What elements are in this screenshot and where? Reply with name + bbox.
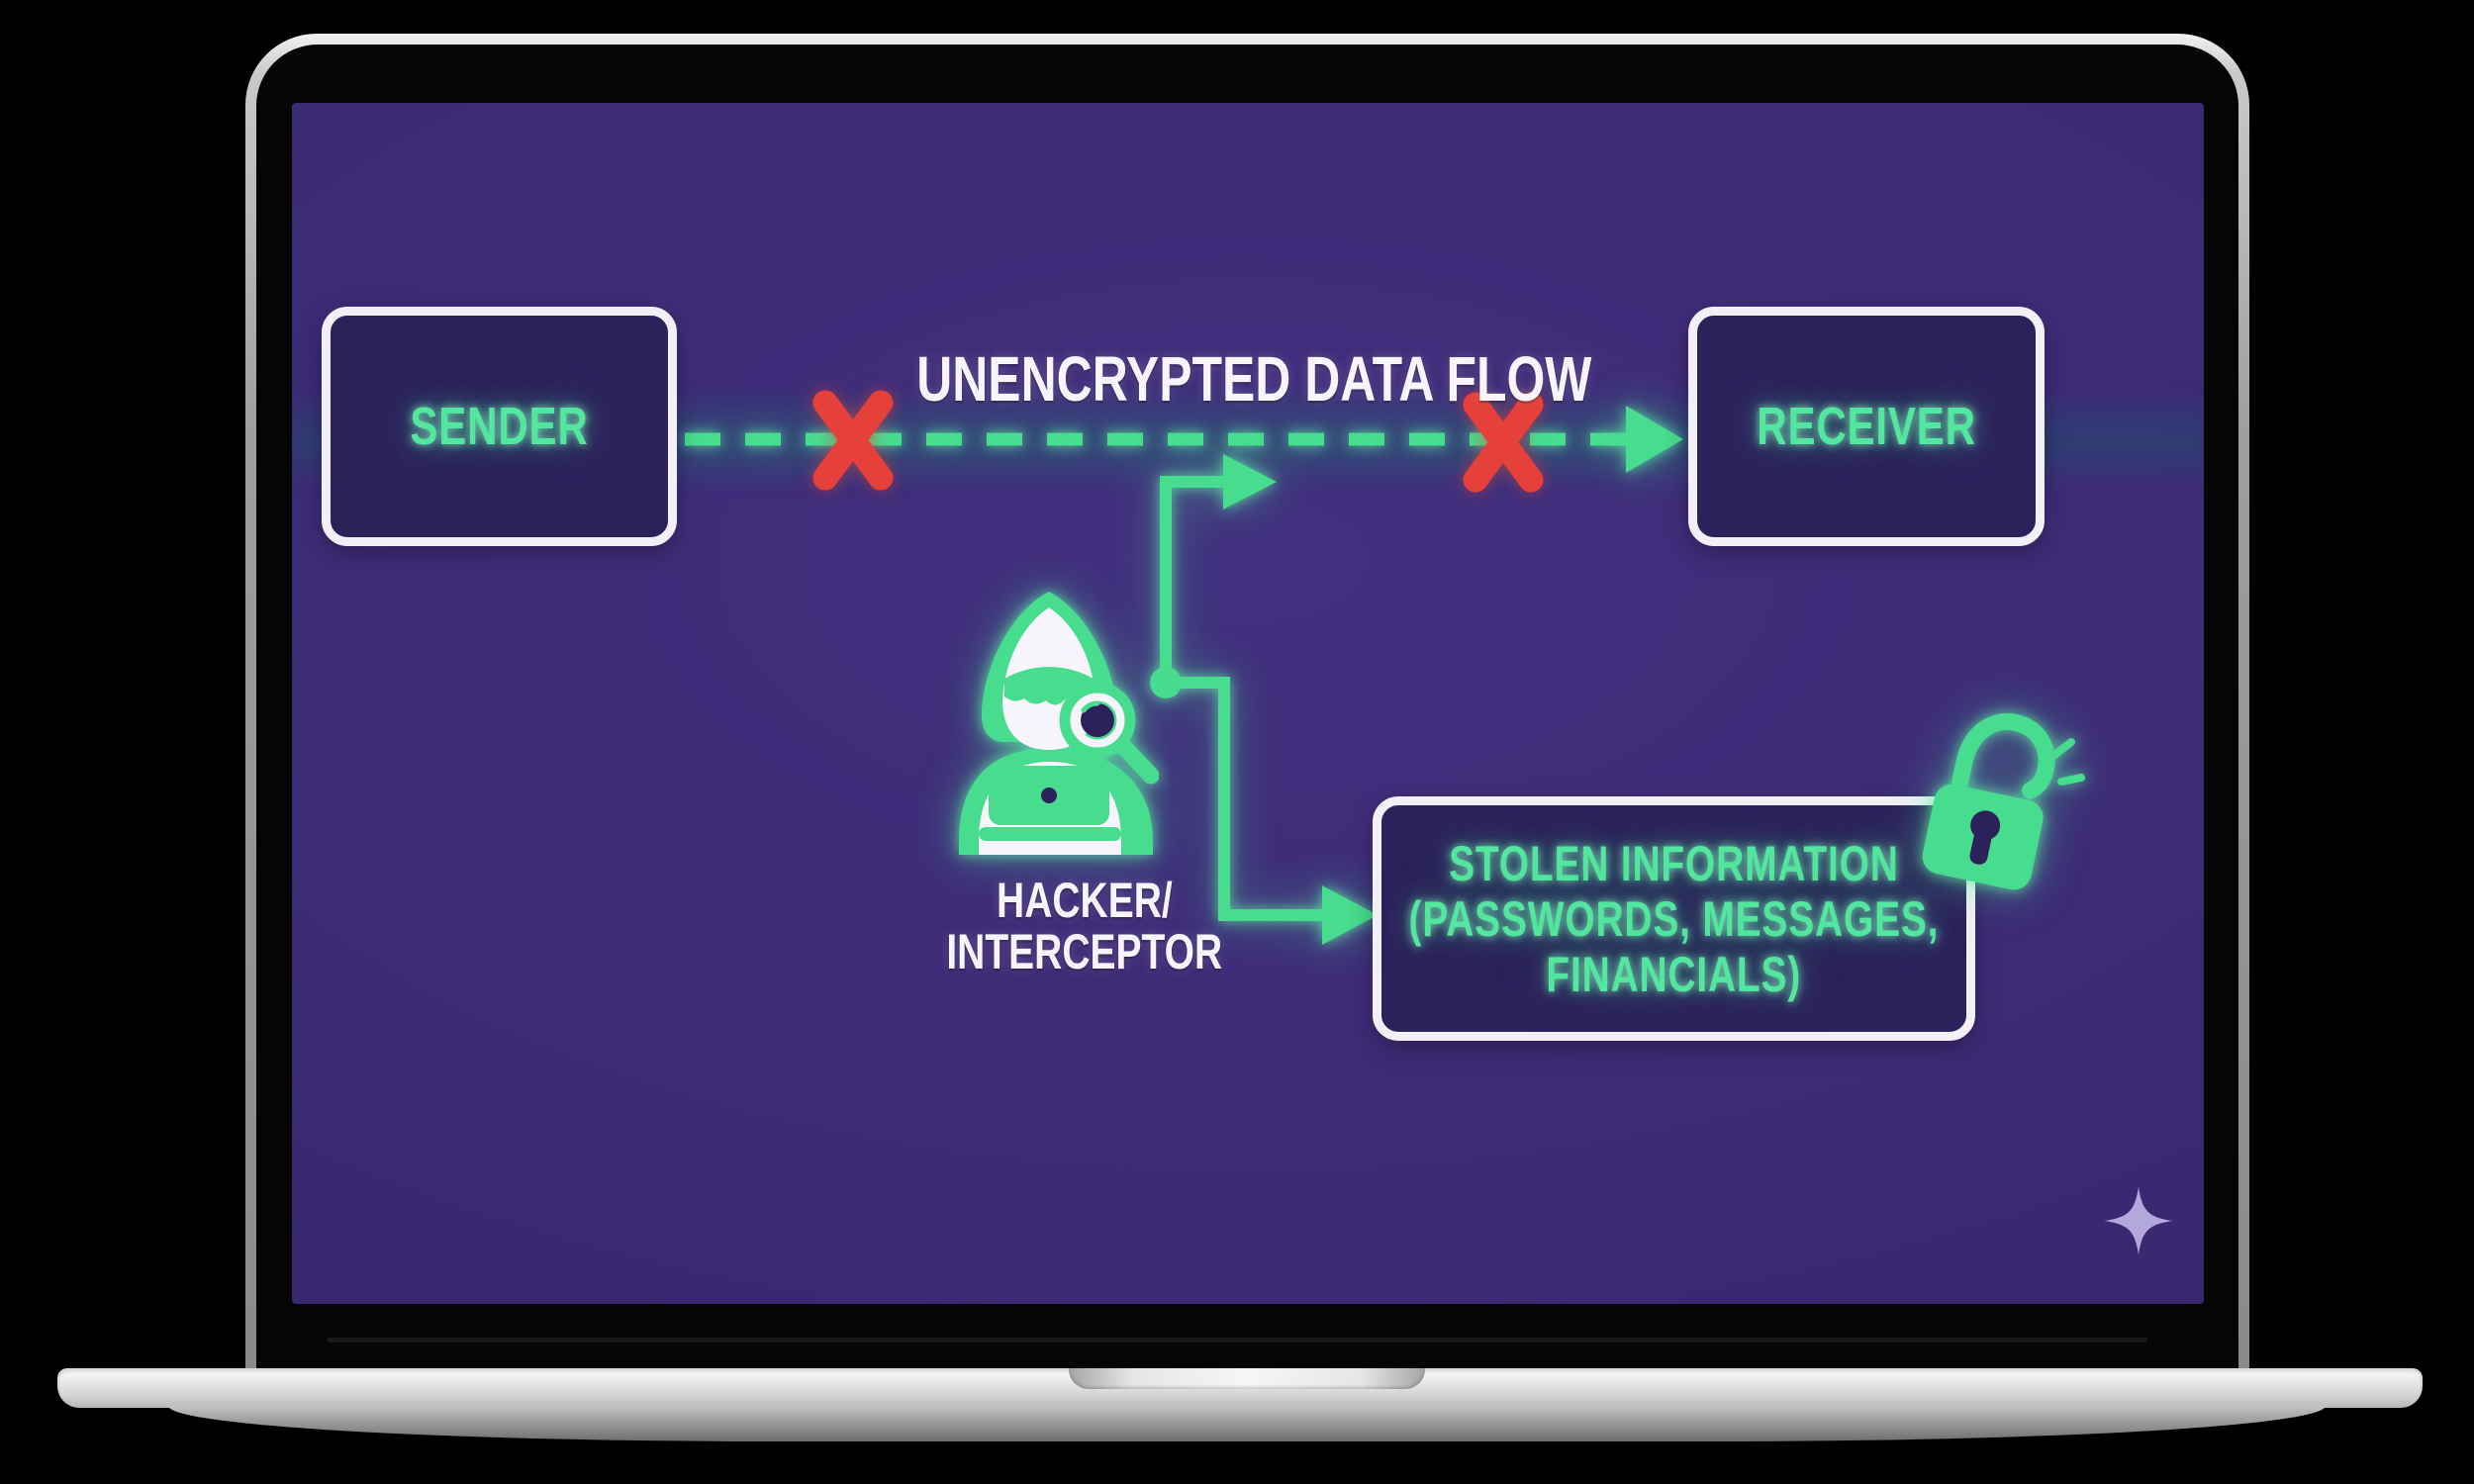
tap-arrowhead-icon [1223,454,1277,510]
hacker-laptop-base [979,827,1121,841]
laptop-hinge-line [327,1338,2147,1343]
sender-node: SENDER [322,307,677,546]
stolen-info-line2: (PASSWORDS, MESSAGES, [1408,890,1940,947]
padlock-keyhole-stem [1969,830,1992,865]
padlock-spark-lines [2049,738,2085,786]
laptop-base-underside [168,1406,2326,1441]
receiver-node: RECEIVER [1688,307,2045,546]
hacker-label-line2: INTERCEPTOR [946,924,1223,979]
junction-dot [1150,667,1182,698]
sender-label: SENDER [410,397,589,456]
red-x-icon-left [812,390,894,491]
diagram-title-text: UNENCRYPTED DATA FLOW [916,343,1592,415]
laptop-screen: UNENCRYPTED DATA FLOW SENDER RECEIVER [292,103,2204,1304]
steal-line [1166,677,1328,921]
laptop-base-notch [1069,1368,1425,1389]
magnifier-icon [1059,682,1159,785]
hacker-icon [959,592,1159,855]
stolen-info-line1: STOLEN INFORMATION [1449,835,1899,891]
stolen-info-node: STOLEN INFORMATION (PASSWORDS, MESSAGES,… [1373,796,1975,1041]
diagram-title: UNENCRYPTED DATA FLOW [821,346,1591,412]
tap-line-up [1160,476,1227,683]
flow-arrowhead-icon [1626,406,1683,473]
stolen-info-line3: FINANCIALS) [1546,946,1802,1002]
laptop-base [57,1368,2423,1408]
flow-lines-layer [685,390,1683,945]
padlock-shackle [1950,713,2055,800]
hacker-laptop-logo-dot [1041,788,1057,803]
sparkle-icon [2104,1186,2173,1255]
hacker-label-line1: HACKER/ [997,873,1173,928]
receiver-label: RECEIVER [1757,397,1976,456]
hacker-label: HACKER/ INTERCEPTOR [887,875,1283,977]
open-padlock-icon [1922,713,2085,890]
red-x-icon-right [1463,392,1544,493]
steal-arrowhead-icon [1322,885,1378,945]
